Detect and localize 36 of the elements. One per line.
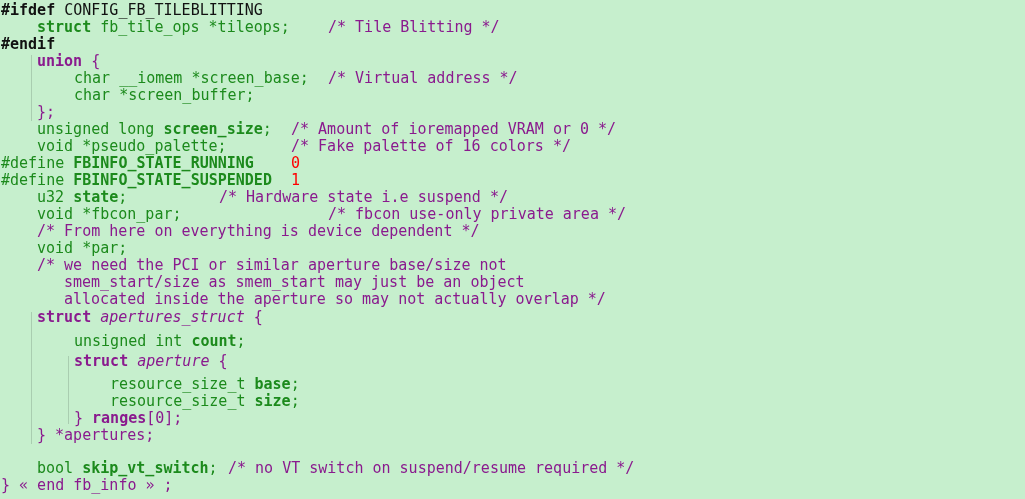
code-line: }; <box>37 104 56 121</box>
code-line: struct apertures_struct { <box>37 309 263 326</box>
code-line: } « end fb_info » ; <box>1 477 173 494</box>
code-line: bool skip_vt_switch; <box>37 460 218 477</box>
code-comment: /* Amount of ioremapped VRAM or 0 */ <box>291 121 617 138</box>
code-comment: smem_start/size as smem_start may just be an object <box>64 274 525 291</box>
number-literal: 1 <box>291 172 301 189</box>
code-line: void *fbcon_par; <box>37 206 182 223</box>
code-line: unsigned long screen_size; <box>37 121 272 138</box>
code-line: resource_size_t base; <box>110 376 300 393</box>
code-comment: /* we need the PCI or similar aperture base/size not <box>37 257 507 274</box>
code-line: #define FBINFO_STATE_RUNNING <box>1 155 254 172</box>
code-comment: /* Virtual address */ <box>328 70 518 87</box>
code-line: #define FBINFO_STATE_SUSPENDED <box>1 172 272 189</box>
code-line: } *apertures; <box>37 427 155 444</box>
code-line: void *par; <box>37 240 128 257</box>
code-line: unsigned int count; <box>74 333 246 350</box>
code-comment: /* Tile Blitting */ <box>328 19 500 36</box>
code-comment: /* Fake palette of 16 colors */ <box>291 138 571 155</box>
code-line: char *screen_buffer; <box>74 87 255 104</box>
code-comment: /* no VT switch on suspend/resume required */ <box>228 460 635 477</box>
code-line: struct fb_tile_ops *tileops; <box>37 19 290 36</box>
code-comment: /* fbcon use-only private area */ <box>328 206 626 223</box>
code-line: struct aperture { <box>74 353 228 370</box>
code-line: #ifdef CONFIG_FB_TILEBLITTING <box>1 2 263 19</box>
code-line: #endif <box>1 36 56 53</box>
code-line: union { <box>37 53 101 70</box>
code-comment: /* From here on everything is device dependent */ <box>37 223 480 240</box>
code-line: u32 state; <box>37 189 128 206</box>
code-line: char __iomem *screen_base; <box>74 70 309 87</box>
code-line: resource_size_t size; <box>110 393 300 410</box>
code-comment: /* Hardware state i.e suspend */ <box>219 189 508 206</box>
code-line: void *pseudo_palette; <box>37 138 227 155</box>
code-comment: allocated inside the aperture so may not actually overlap */ <box>64 291 606 308</box>
code-line: } ranges[0]; <box>74 410 183 427</box>
number-literal: 0 <box>291 155 301 172</box>
